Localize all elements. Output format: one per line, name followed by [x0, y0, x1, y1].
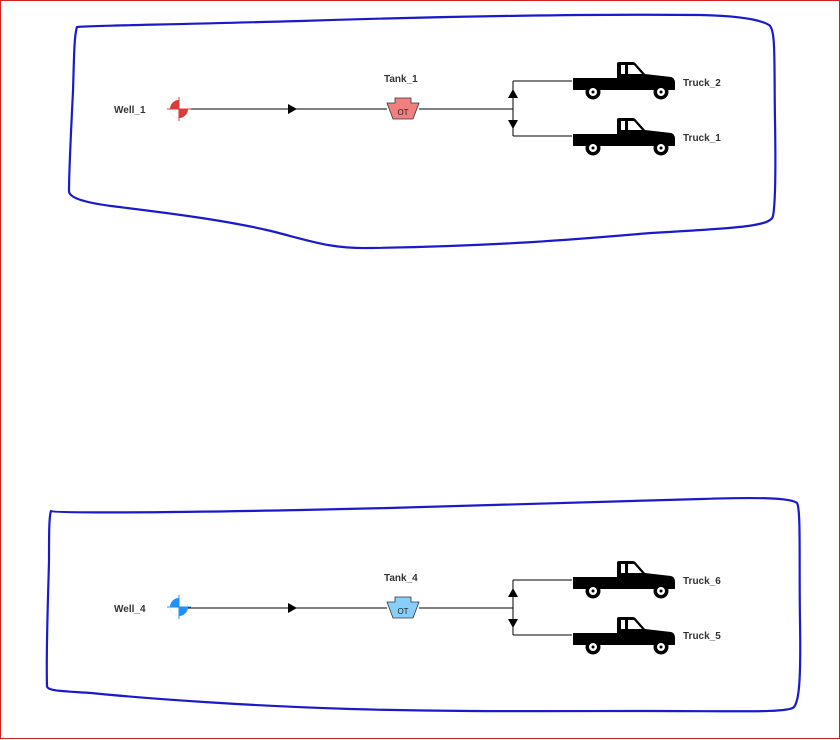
pickup-truck-icon[interactable] [573, 62, 675, 100]
tank-badge: OT [397, 108, 408, 117]
flow-arrow [288, 104, 297, 114]
pickup-truck-icon[interactable] [573, 118, 675, 156]
group-2: Well_4 OT Tank_4 Truck_6 Truck_5 [45, 496, 802, 713]
tank-badge: OT [397, 607, 408, 616]
well-icon[interactable] [167, 595, 191, 619]
truck-label: Truck_2 [683, 78, 721, 89]
well-label: Well_1 [114, 105, 146, 116]
annotation-loop-2 [45, 496, 802, 713]
truck-label: Truck_6 [683, 576, 721, 587]
pickup-truck-icon[interactable] [573, 561, 675, 599]
flow-arrow [288, 603, 297, 613]
flow-arrow-down [508, 120, 518, 129]
truck-label: Truck_5 [683, 631, 721, 642]
pickup-truck-icon[interactable] [573, 617, 675, 655]
group-1: Well_1 OT Tank_1 Truck_2 Truck_1 [67, 13, 777, 250]
tank-label: Tank_4 [384, 573, 418, 584]
flow-arrow-down [508, 619, 518, 628]
annotation-loop-1 [67, 13, 777, 250]
tank-label: Tank_1 [384, 74, 418, 85]
flow-arrow-up [508, 588, 518, 597]
flow-arrow-up [508, 89, 518, 98]
well-icon[interactable] [167, 97, 191, 121]
tank-icon[interactable]: OT [386, 596, 420, 619]
truck-label: Truck_1 [683, 133, 721, 144]
tank-icon[interactable]: OT [386, 97, 420, 120]
well-label: Well_4 [114, 604, 146, 615]
